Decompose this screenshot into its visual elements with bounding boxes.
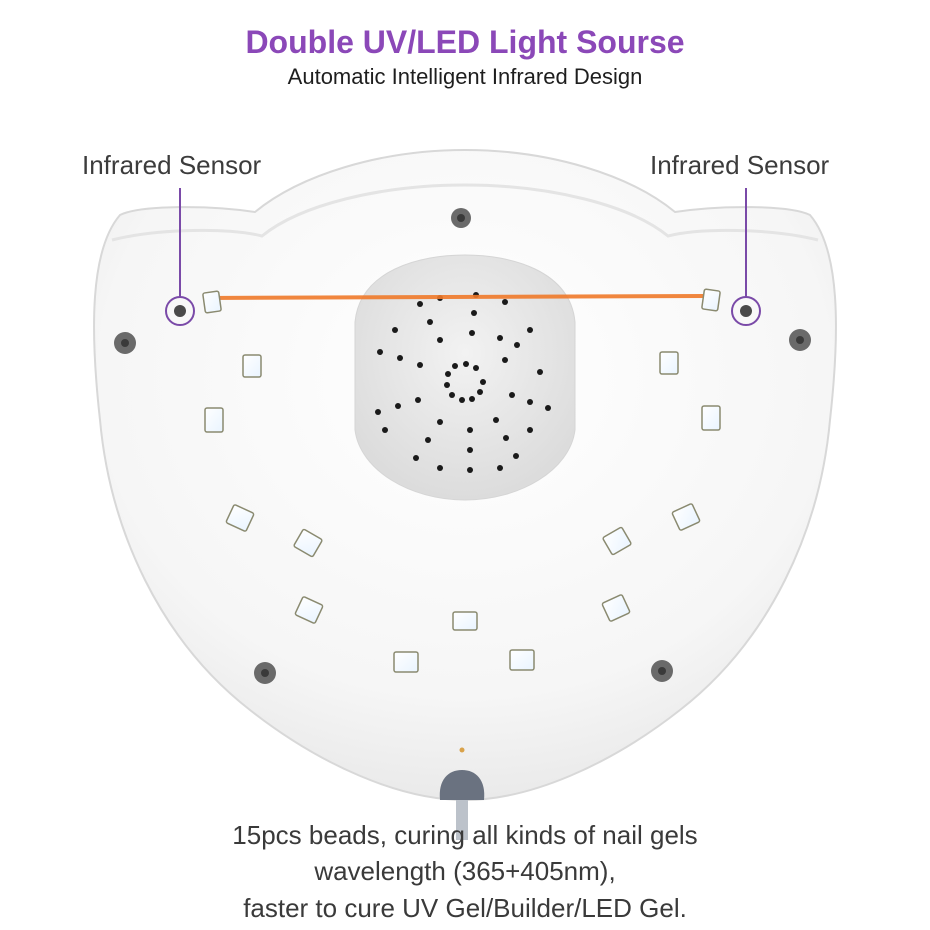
page-title: Double UV/LED Light Sourse bbox=[245, 24, 685, 60]
indicator-dot bbox=[459, 747, 465, 753]
screw-icon bbox=[254, 662, 276, 684]
caption-line-3: faster to cure UV Gel/Builder/LED Gel. bbox=[243, 893, 687, 923]
led-bead-icon bbox=[452, 611, 478, 631]
power-cable bbox=[439, 770, 485, 800]
led-beads bbox=[202, 288, 721, 673]
led-bead-icon bbox=[202, 290, 222, 314]
led-bead-icon bbox=[701, 288, 721, 312]
led-bead-icon bbox=[671, 503, 701, 531]
led-bead-icon bbox=[393, 651, 419, 673]
led-bead-icon bbox=[225, 504, 255, 532]
led-bead-icon bbox=[204, 407, 224, 433]
caption-line-1: 15pcs beads, curing all kinds of nail ge… bbox=[232, 820, 698, 850]
left-sensor-label: Infrared Sensor bbox=[82, 150, 262, 180]
screw-icon bbox=[651, 660, 673, 682]
screw-icon bbox=[789, 329, 811, 351]
page-subtitle: Automatic Intelligent Infrared Design bbox=[287, 64, 643, 89]
led-bead-icon bbox=[293, 528, 323, 558]
lamp-inner-rim bbox=[111, 183, 819, 242]
led-bead-icon bbox=[294, 596, 324, 624]
led-bead-icon bbox=[701, 405, 721, 431]
infrared-beam bbox=[204, 294, 706, 300]
fan-vent-icon bbox=[375, 292, 551, 473]
power-cable-wire bbox=[456, 800, 468, 840]
led-bead-icon bbox=[509, 649, 535, 671]
screw-icon bbox=[451, 208, 471, 228]
screw-icon bbox=[114, 332, 136, 354]
led-bead-icon bbox=[601, 594, 631, 622]
caption-line-2: wavelength (365+405nm), bbox=[314, 856, 616, 886]
led-bead-icon bbox=[659, 351, 679, 375]
right-sensor-label: Infrared Sensor bbox=[650, 150, 830, 180]
led-bead-icon bbox=[602, 526, 632, 556]
fan-dome bbox=[354, 254, 576, 501]
led-bead-icon bbox=[242, 354, 262, 378]
